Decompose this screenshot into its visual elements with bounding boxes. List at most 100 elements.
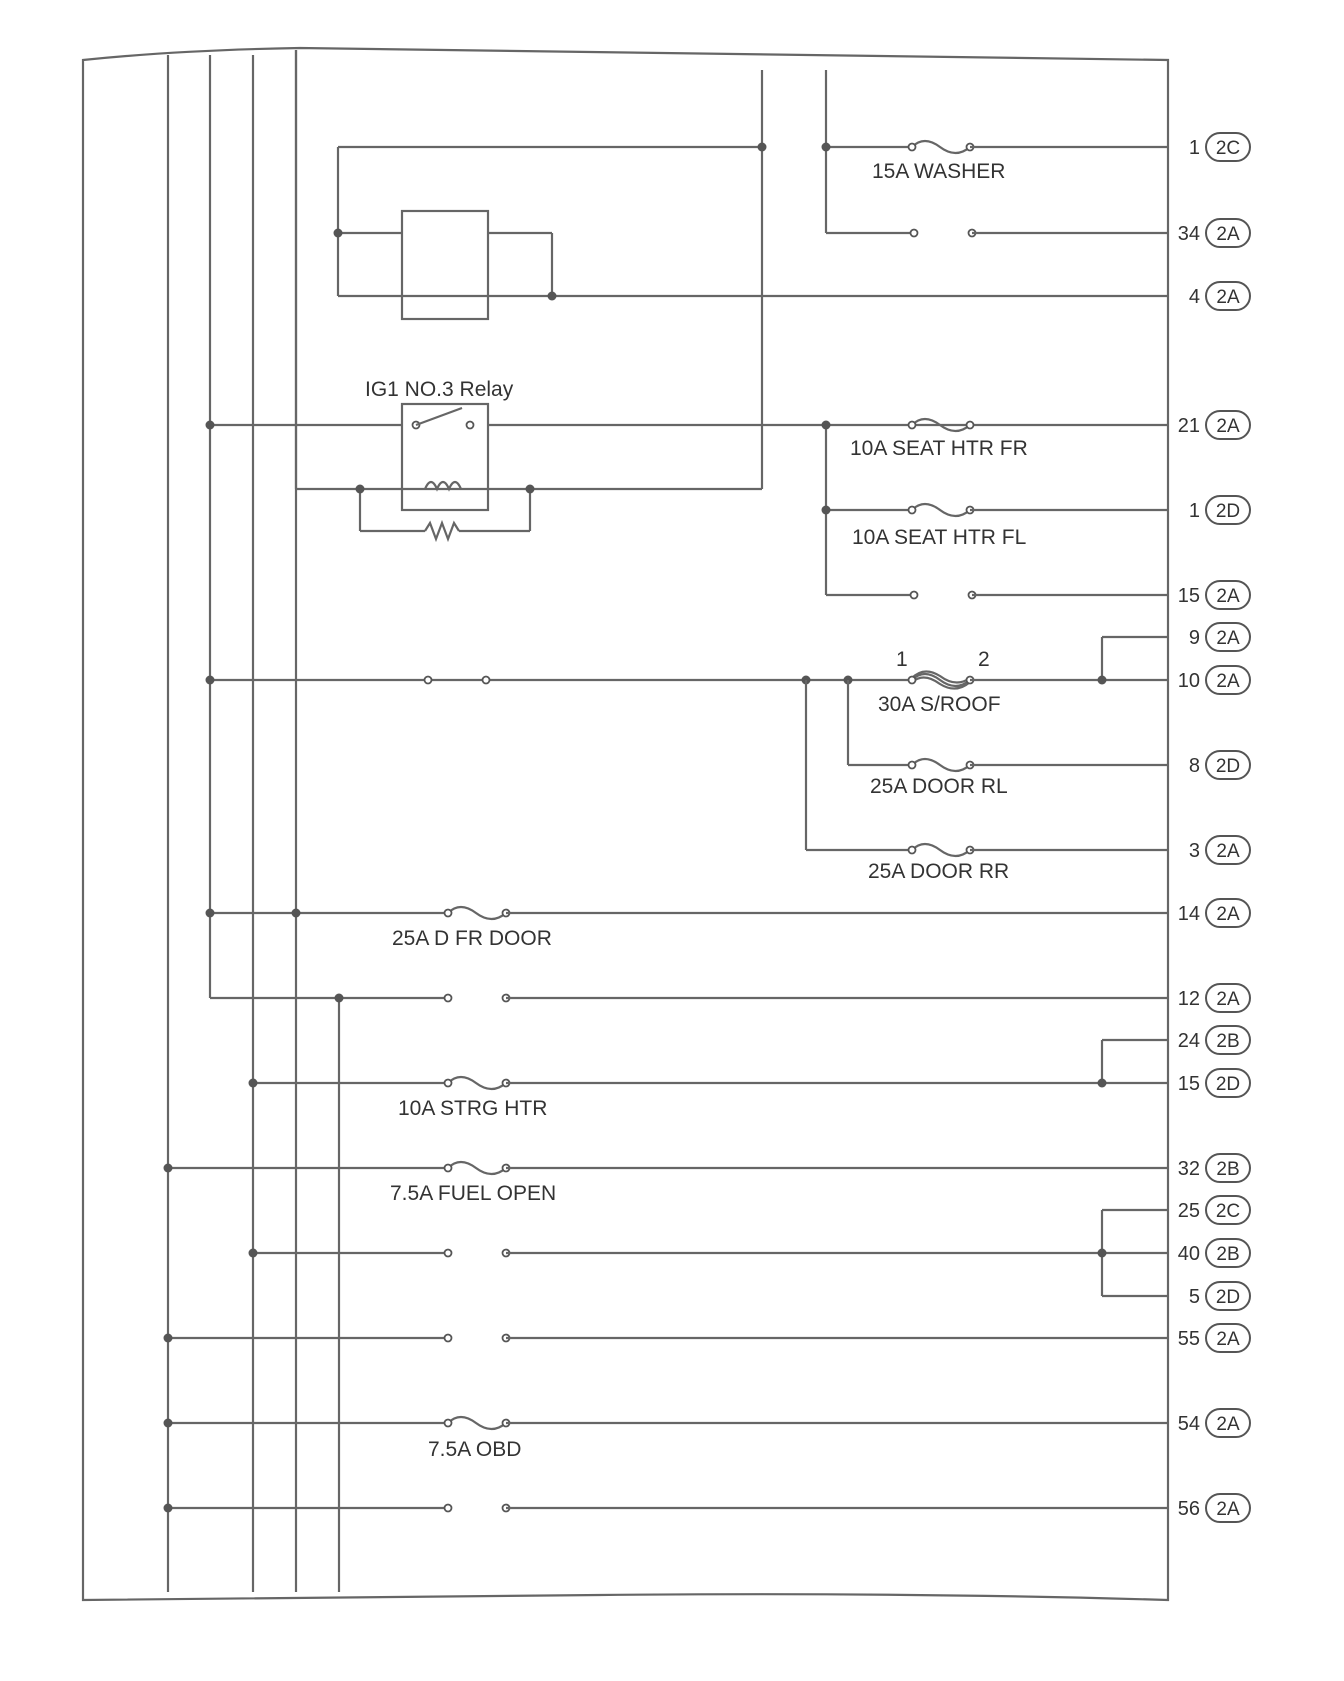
connector-id: 2A (1216, 1499, 1240, 1520)
fuse-label-fuel-open: 7.5A FUEL OPEN (390, 1182, 556, 1205)
row-40-branch (248, 1208, 1168, 1298)
connector-id: 2A (1216, 628, 1240, 649)
terminal-pin: 15 (1178, 585, 1200, 607)
row-12-branch (210, 993, 1168, 1003)
terminal-pin: 9 (1189, 627, 1200, 649)
fuse-pin-2: 2 (978, 648, 990, 671)
connector-badge (1205, 750, 1251, 780)
connector-id: 2A (1216, 671, 1240, 692)
terminal-pin: 56 (1178, 1498, 1200, 1520)
fuse-label-door-rl: 25A DOOR RL (870, 775, 1008, 798)
obd-branch (163, 1415, 1168, 1431)
terminal-label: 10 2A (1178, 665, 1251, 695)
terminal-pin: 1 (1189, 500, 1200, 522)
terminal-label: 1 2C (1189, 132, 1251, 162)
connector-id: 2A (1216, 841, 1240, 862)
fuse-label-obd: 7.5A OBD (428, 1438, 521, 1461)
connector-badge (1205, 665, 1251, 695)
connector-badge (1205, 898, 1251, 928)
connector-badge (1205, 1493, 1251, 1523)
connector-id: 2A (1216, 416, 1240, 437)
connector-badge (1205, 218, 1251, 248)
terminal-pin: 8 (1189, 755, 1200, 777)
connector-id: 2D (1216, 501, 1240, 522)
fuse-label-seat-htr-fr: 10A SEAT HTR FR (850, 437, 1028, 460)
fuse-box-outline (81, 46, 1170, 1602)
terminal-label: 9 2A (1189, 622, 1251, 652)
connector-badge (1205, 835, 1251, 865)
terminal-label: 21 2A (1178, 410, 1251, 440)
terminal-pin: 21 (1178, 415, 1200, 437)
fuse-label-seat-htr-fl: 10A SEAT HTR FL (852, 526, 1026, 549)
terminal-pin: 34 (1178, 223, 1200, 245)
terminal-pin: 4 (1189, 286, 1200, 308)
connector-id: 2D (1216, 756, 1240, 777)
module-box (400, 209, 490, 321)
sunroof-door-branch (205, 635, 1168, 858)
connector-badge (1205, 1323, 1251, 1353)
terminal-label: 55 2A (1178, 1323, 1251, 1353)
bus-lines (166, 50, 341, 1592)
connector-badge (1205, 1281, 1251, 1311)
terminal-pin: 3 (1189, 840, 1200, 862)
connector-badge (1205, 410, 1251, 440)
ig1-relay (205, 402, 1168, 543)
connector-badge (1205, 1068, 1251, 1098)
connector-id: 2C (1216, 138, 1240, 159)
fuse-label-strg-htr: 10A STRG HTR (398, 1097, 547, 1120)
terminal-label: 14 2A (1178, 898, 1251, 928)
connector-id: 2A (1216, 989, 1240, 1010)
connector-badge (1205, 1025, 1251, 1055)
terminal-label: 4 2A (1189, 281, 1251, 311)
connector-id: 2A (1216, 287, 1240, 308)
connector-badge (1205, 132, 1251, 162)
connector-badge (1205, 580, 1251, 610)
seat-heater-branch (821, 417, 1168, 600)
fuse-label-washer: 15A WASHER (872, 160, 1005, 183)
terminal-pin: 10 (1178, 670, 1200, 692)
terminal-label: 5 2D (1189, 1281, 1251, 1311)
row-56-branch (163, 1503, 1168, 1513)
connector-id: 2B (1216, 1031, 1239, 1052)
strg-htr-branch (248, 1038, 1168, 1091)
terminal-pin: 55 (1178, 1328, 1200, 1350)
upper-control-block (294, 50, 1168, 491)
connector-id: 2A (1216, 1329, 1240, 1350)
connector-id: 2A (1216, 586, 1240, 607)
connector-id: 2B (1216, 1244, 1239, 1265)
relay-label: IG1 NO.3 Relay (365, 378, 514, 401)
connector-badge (1205, 1238, 1251, 1268)
terminal-pin: 5 (1189, 1286, 1200, 1308)
fuse-label-sroof: 30A S/ROOF (878, 693, 1001, 716)
terminal-pin: 15 (1178, 1073, 1200, 1095)
fuse-label-door-rr: 25A DOOR RR (868, 860, 1009, 883)
connector-id: 2D (1216, 1287, 1240, 1308)
connector-badge (1205, 1408, 1251, 1438)
connector-badge (1205, 983, 1251, 1013)
terminal-pin: 40 (1178, 1243, 1200, 1265)
connector-badge (1205, 281, 1251, 311)
terminal-label: 56 2A (1178, 1493, 1251, 1523)
d-fr-door-branch (205, 905, 1168, 921)
connector-id: 2C (1216, 1201, 1240, 1222)
connector-badge (1205, 1153, 1251, 1183)
fuse-pin-1: 1 (896, 648, 908, 671)
connector-id: 2A (1216, 904, 1240, 925)
terminal-pin: 1 (1189, 137, 1200, 159)
terminal-pin: 14 (1178, 903, 1200, 925)
terminal-label: 15 2A (1178, 580, 1251, 610)
terminal-pin: 25 (1178, 1200, 1200, 1222)
connector-id: 2D (1216, 1074, 1240, 1095)
washer-branch (821, 70, 1168, 238)
terminal-label: 40 2B (1178, 1238, 1251, 1268)
terminal-label: 8 2D (1189, 750, 1251, 780)
connector-badge (1205, 622, 1251, 652)
terminal-pin: 12 (1178, 988, 1200, 1010)
terminal-label: 3 2A (1189, 835, 1251, 865)
